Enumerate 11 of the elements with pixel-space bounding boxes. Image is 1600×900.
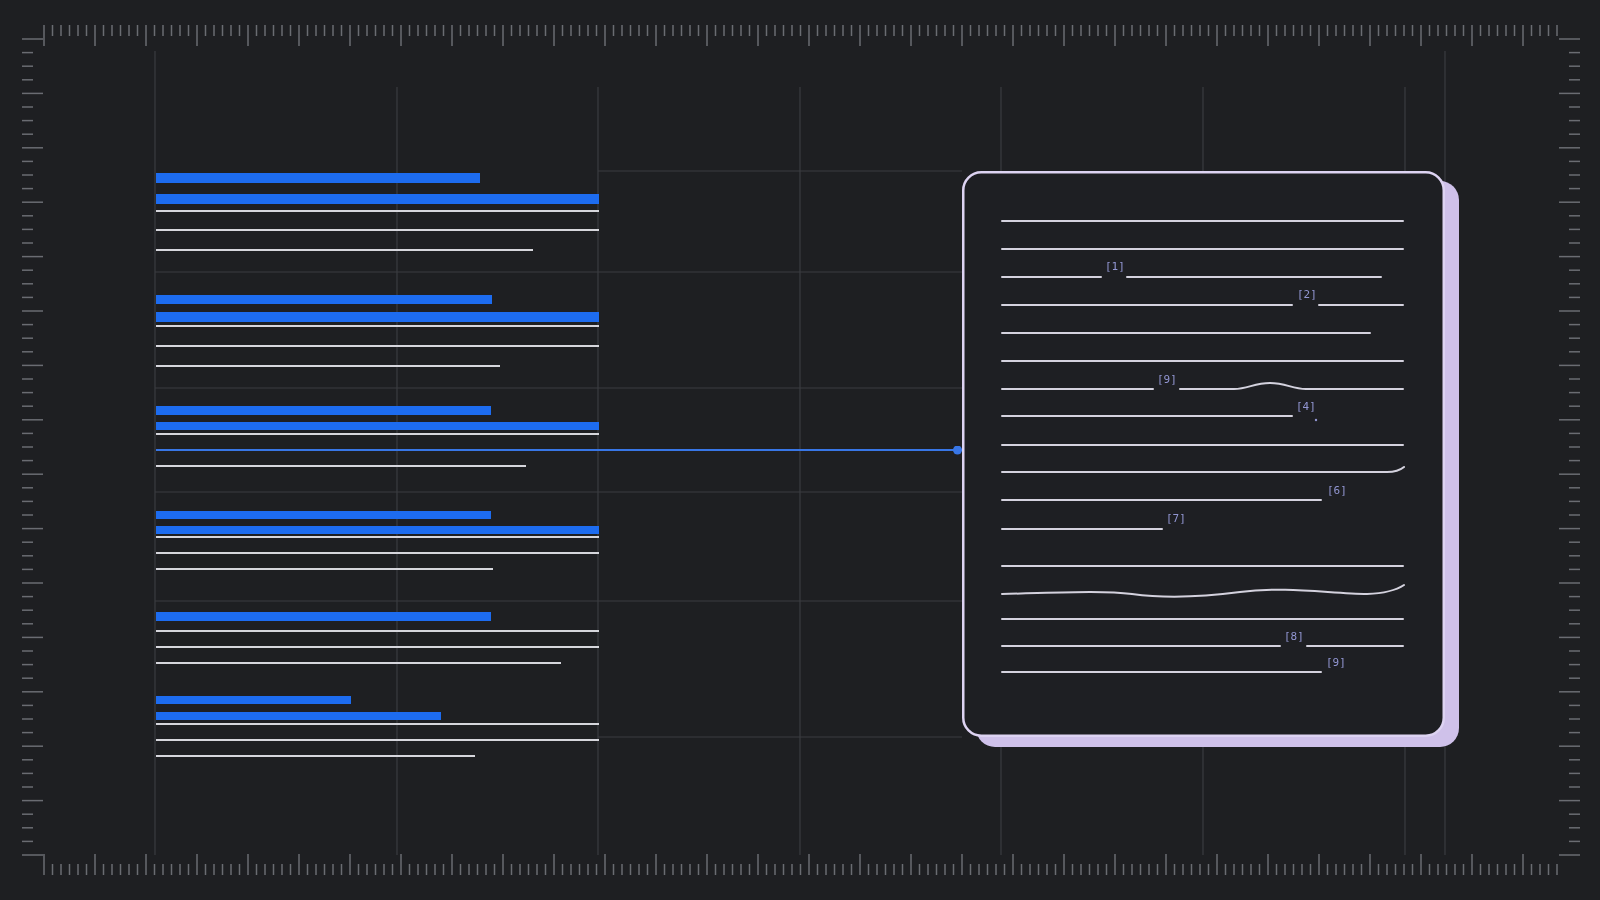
citation-number: [2] [1297, 288, 1317, 302]
citation-number: [4] [1296, 400, 1316, 414]
document-text-bars [154, 170, 600, 760]
citation-number: [1] [1105, 260, 1125, 274]
citation-number: [9] [1326, 656, 1346, 670]
connector-line [599, 445, 963, 455]
citation-number: [7] [1166, 512, 1186, 526]
citation-number: [6] [1327, 484, 1347, 498]
document-card [962, 171, 1459, 747]
citation-number: [9] [1157, 373, 1177, 387]
citation-number: [8] [1284, 630, 1304, 644]
